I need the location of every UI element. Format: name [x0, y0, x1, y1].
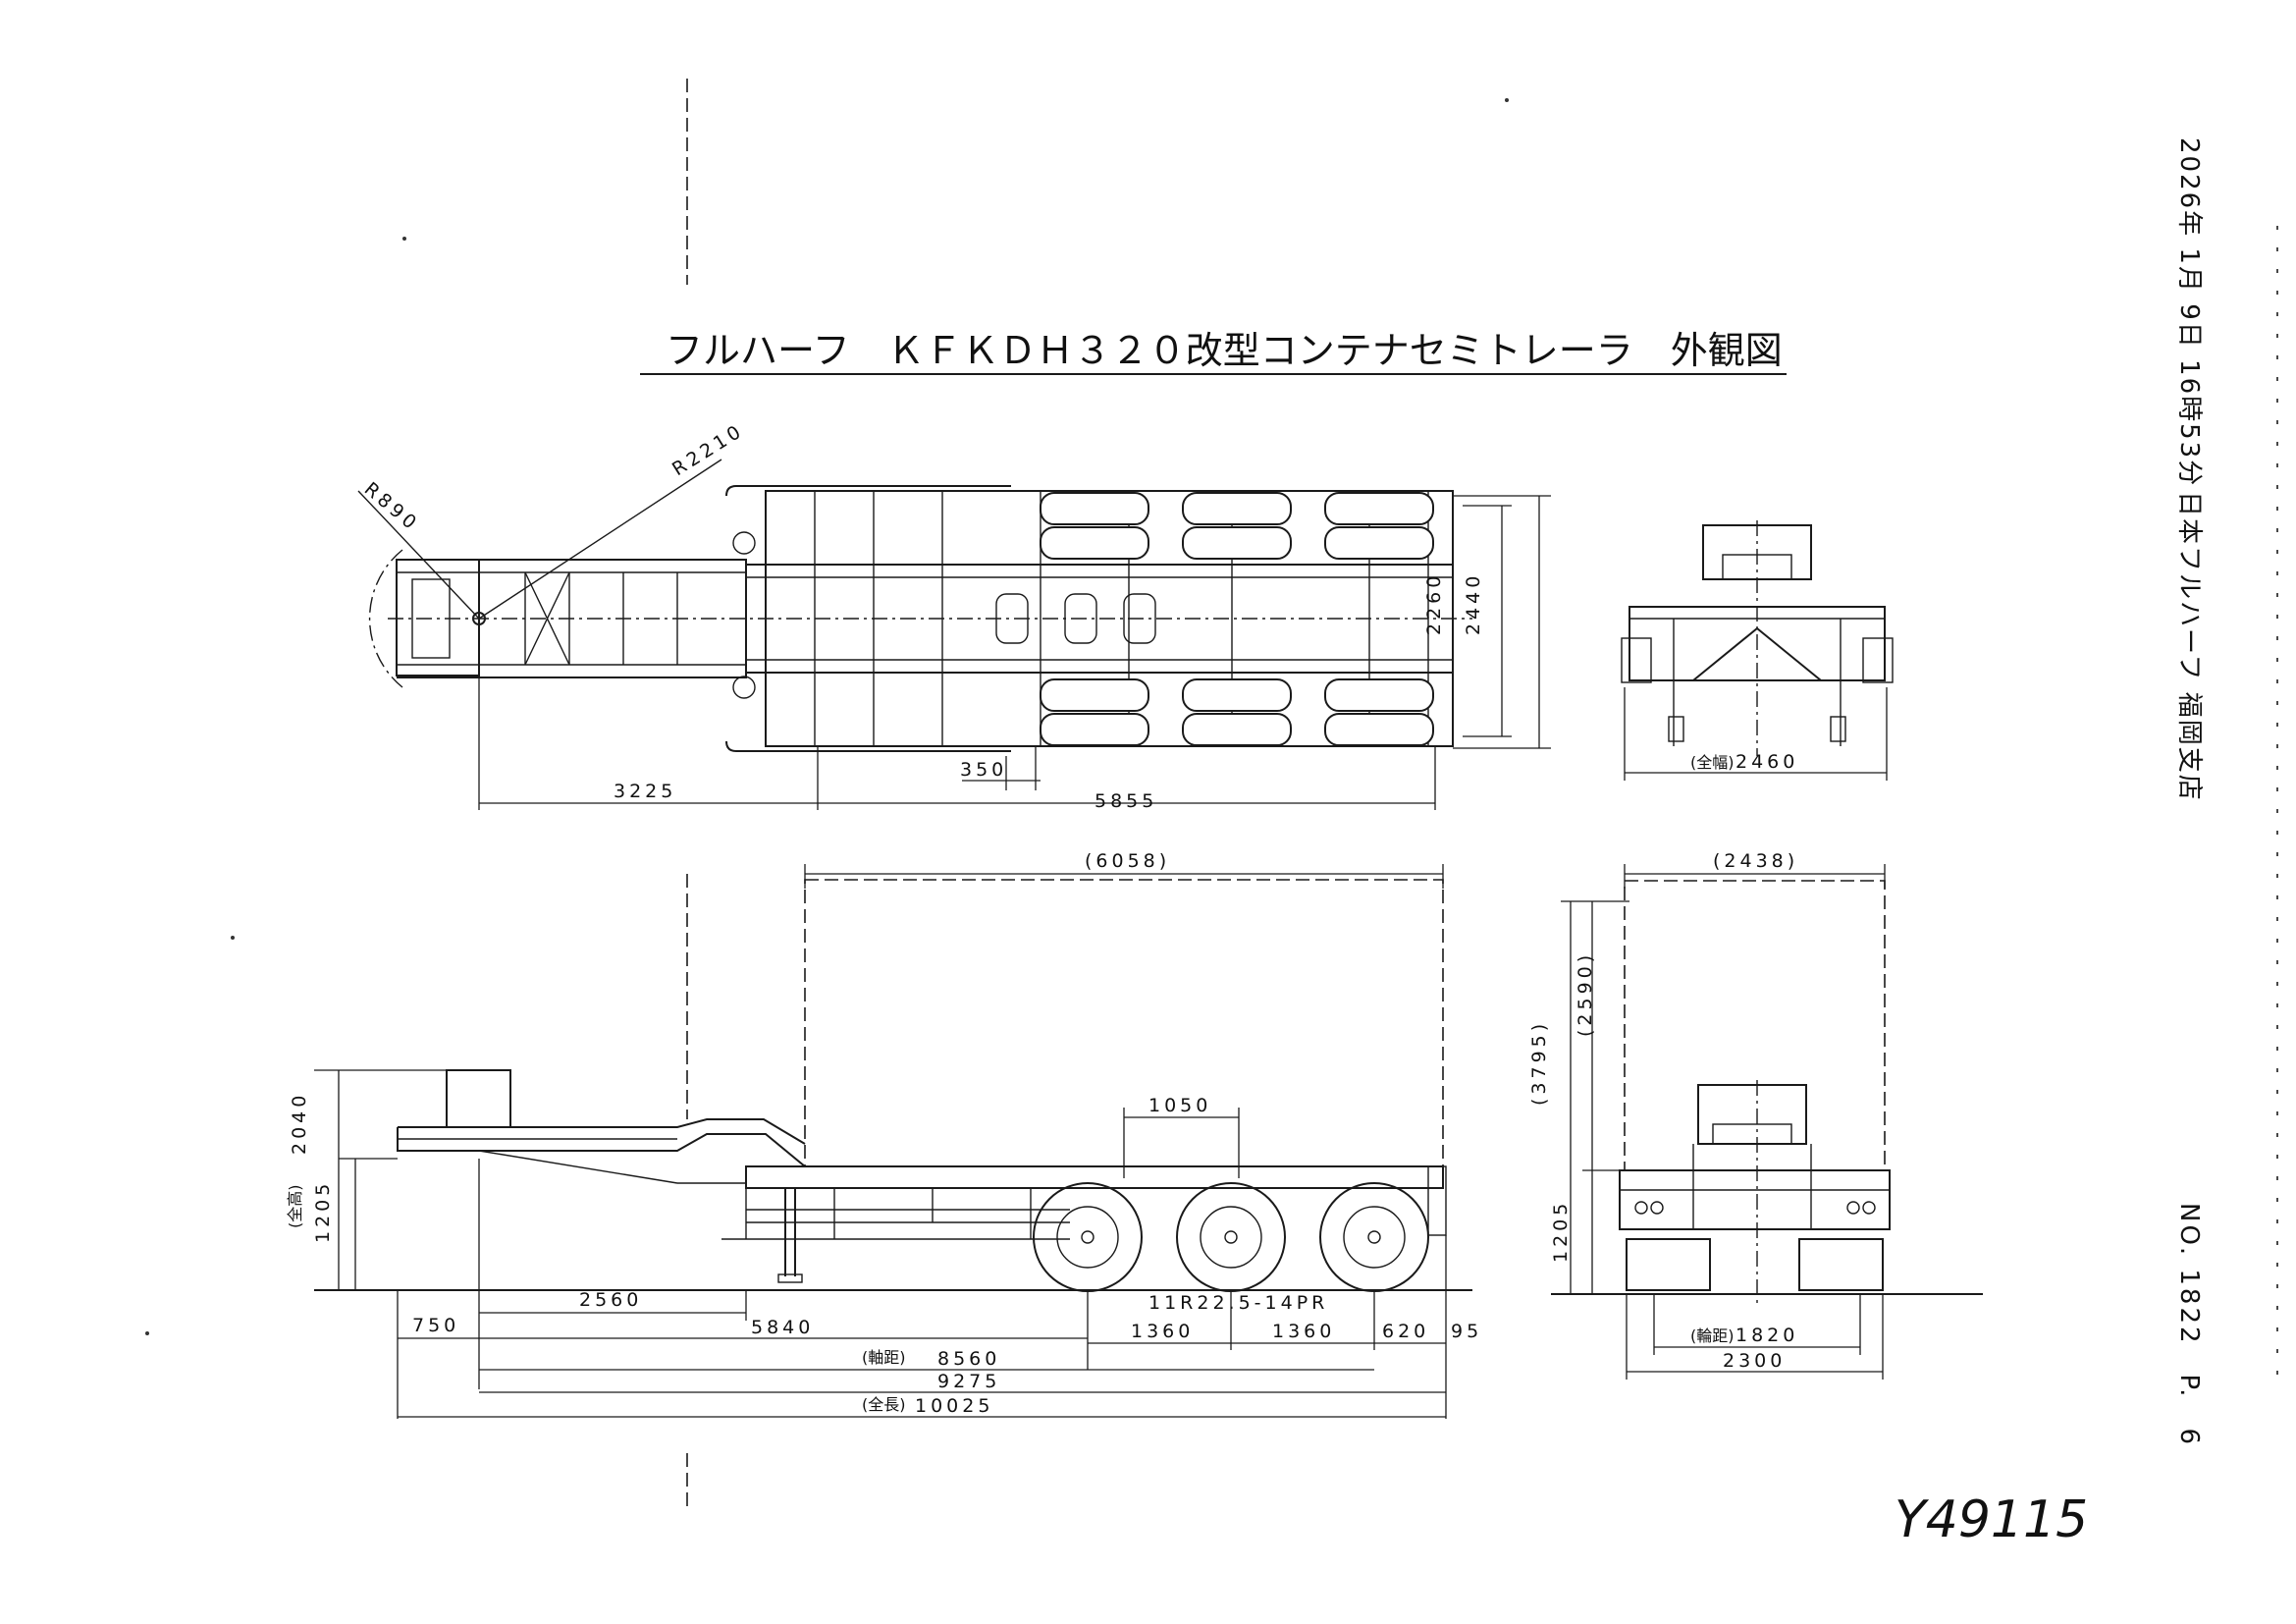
side-overall-length-label: (全長) — [862, 1395, 906, 1414]
side-overall-length: 10025 — [915, 1395, 993, 1417]
rear-track-label: (輪距) — [1690, 1326, 1735, 1345]
side-wheelbase: 8560 — [937, 1348, 1000, 1370]
side-deck-height: 1205 — [312, 1180, 334, 1243]
side-dim-2560: 2560 — [579, 1289, 642, 1311]
side-front-overhang: 750 — [412, 1315, 459, 1336]
rear-container-height: (2590) — [1575, 951, 1596, 1037]
plan-view: R890 R2210 2260 2440 3225 5855 350 — [357, 419, 1551, 812]
side-tire-spec: 11R22.5-14PR — [1148, 1292, 1328, 1314]
rear-frame-width: 2300 — [1723, 1350, 1786, 1372]
side-view: (6058) — [286, 850, 1482, 1419]
rear-deck-height: 1205 — [1550, 1200, 1572, 1263]
side-container-length: (6058) — [1085, 850, 1170, 872]
chassis-main-beam — [745, 1165, 1444, 1189]
side-rear-overhang-a: 620 — [1382, 1321, 1429, 1342]
plan-tires — [1040, 492, 1434, 746]
fax-header-stamp: 2026年 1月 9日 16時53分 日本フルハーフ 福岡支店 NO. 1822… — [2174, 137, 2204, 1447]
side-rear-overhang-b: 95 — [1451, 1321, 1482, 1342]
plan-radius-kingpin: R890 — [360, 478, 423, 536]
rear-total-height: (3795) — [1528, 1020, 1550, 1106]
rear-track: 1820 — [1735, 1325, 1798, 1346]
rear-top-width-label: (全幅) — [1690, 753, 1735, 772]
plan-dim-5855: 5855 — [1095, 790, 1157, 812]
plan-dim-3225: 3225 — [614, 781, 676, 802]
side-overall-height-label: (全高) — [286, 1185, 304, 1229]
side-axle-spacing-2: 1360 — [1272, 1321, 1335, 1342]
stamp-datetime: 2026年 1月 9日 16時53分 — [2174, 137, 2204, 487]
side-axle-offset: 1050 — [1148, 1095, 1211, 1116]
rear-view: (2438) (3795) (2590) 1205 (輪距) 1820 — [1528, 850, 1983, 1380]
plan-inner-width: 2260 — [1423, 572, 1445, 635]
tractor-fifth-wheel-block — [446, 1069, 511, 1128]
scan-specks — [145, 98, 1509, 1335]
rear-container-width: (2438) — [1713, 850, 1798, 872]
plan-outer-width: 2440 — [1463, 572, 1484, 635]
rear-top-width: 2460 — [1735, 751, 1798, 773]
side-overall-height: 2040 — [289, 1092, 310, 1155]
rear-container-outline — [1624, 880, 1886, 1171]
drawing-title: フルハーフ ＫＦＫＤＨ３２０改型コンテナセミトレーラ 外観図 — [666, 329, 1783, 372]
stamp-company: 日本フルハーフ 福岡支店 — [2174, 491, 2204, 802]
side-wheels — [1033, 1182, 1429, 1292]
plan-dim-350: 350 — [960, 759, 1007, 781]
side-axle-spacing-1: 1360 — [1131, 1321, 1194, 1342]
fold-marks — [686, 79, 2278, 1512]
side-dim-5840: 5840 — [751, 1317, 814, 1338]
stamp-page-number: NO. 1822 P. 6 — [2174, 1203, 2204, 1447]
plan-radius-swing: R2210 — [668, 419, 748, 480]
handwritten-note: Y49115 — [1895, 1490, 2088, 1549]
side-kingpin-to-rear: 9275 — [937, 1371, 1000, 1392]
side-wheelbase-label: (軸距) — [862, 1348, 906, 1367]
rear-top-view: (全幅) 2460 — [1621, 520, 1894, 781]
